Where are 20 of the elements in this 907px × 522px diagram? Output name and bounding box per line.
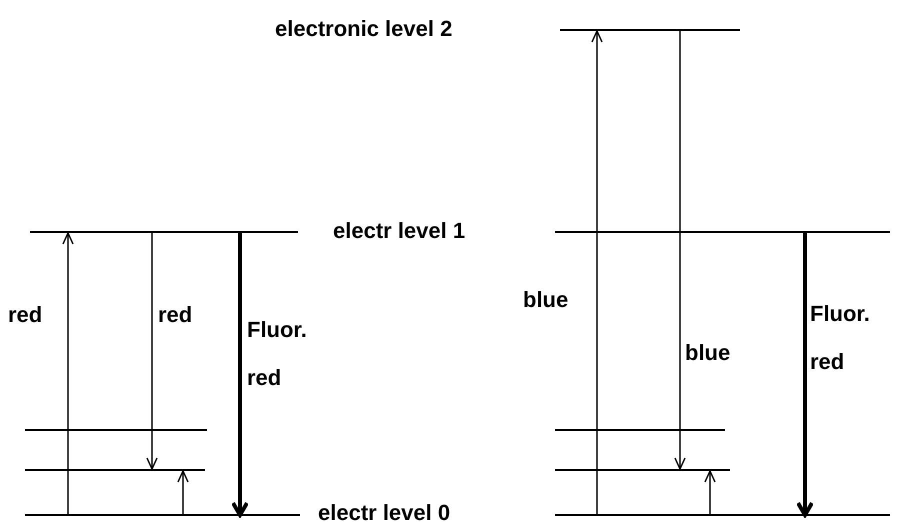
arrow [177,470,189,514]
arrow [796,233,814,517]
level-label: electr level 0 [318,500,450,522]
arrow [674,31,686,470]
energy-level-line [560,29,740,31]
arrow [591,30,603,514]
arrow [146,233,158,470]
arrow [704,470,716,514]
energy-level-line [30,231,298,233]
energy-level-line [25,469,205,471]
energy-level-line [555,231,890,233]
energy-level-line [555,469,730,471]
energy-level-line [555,429,725,431]
arrow [231,233,249,517]
energy-level-line [25,514,300,516]
energy-level-line [25,429,207,431]
energy-level-line [555,514,890,516]
arrow [62,232,74,514]
level-label: electr level 1 [333,218,466,244]
level-label: electronic level 2 [275,16,452,42]
